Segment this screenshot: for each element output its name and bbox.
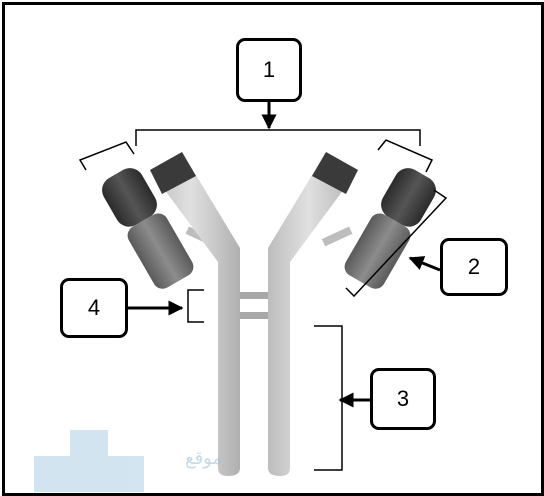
label-3: 3 xyxy=(396,386,410,411)
label-box-2: 2 xyxy=(440,238,508,296)
bracket-tip-left xyxy=(78,141,135,171)
disulfide-bonds-hinge xyxy=(240,292,268,319)
bracket-fc xyxy=(314,325,343,471)
bracket-top xyxy=(135,129,421,146)
bracket-light-chain xyxy=(345,189,448,298)
heavy-chain-right xyxy=(268,152,358,476)
watermark-logo xyxy=(34,430,144,492)
heavy-chain-left xyxy=(150,152,240,476)
label-4: 4 xyxy=(87,295,101,320)
arrow-icon xyxy=(408,256,441,272)
label-1: 1 xyxy=(262,57,276,82)
label-box-1: 1 xyxy=(236,38,302,102)
light-chain-left xyxy=(102,168,194,289)
light-chain-right xyxy=(344,168,436,289)
label-box-3: 3 xyxy=(370,368,436,430)
label-box-4: 4 xyxy=(60,278,128,338)
bracket-hinge xyxy=(187,289,204,323)
label-2: 2 xyxy=(467,254,481,279)
watermark-text: موقع xyxy=(185,448,223,469)
bracket-tip-right xyxy=(377,139,434,173)
